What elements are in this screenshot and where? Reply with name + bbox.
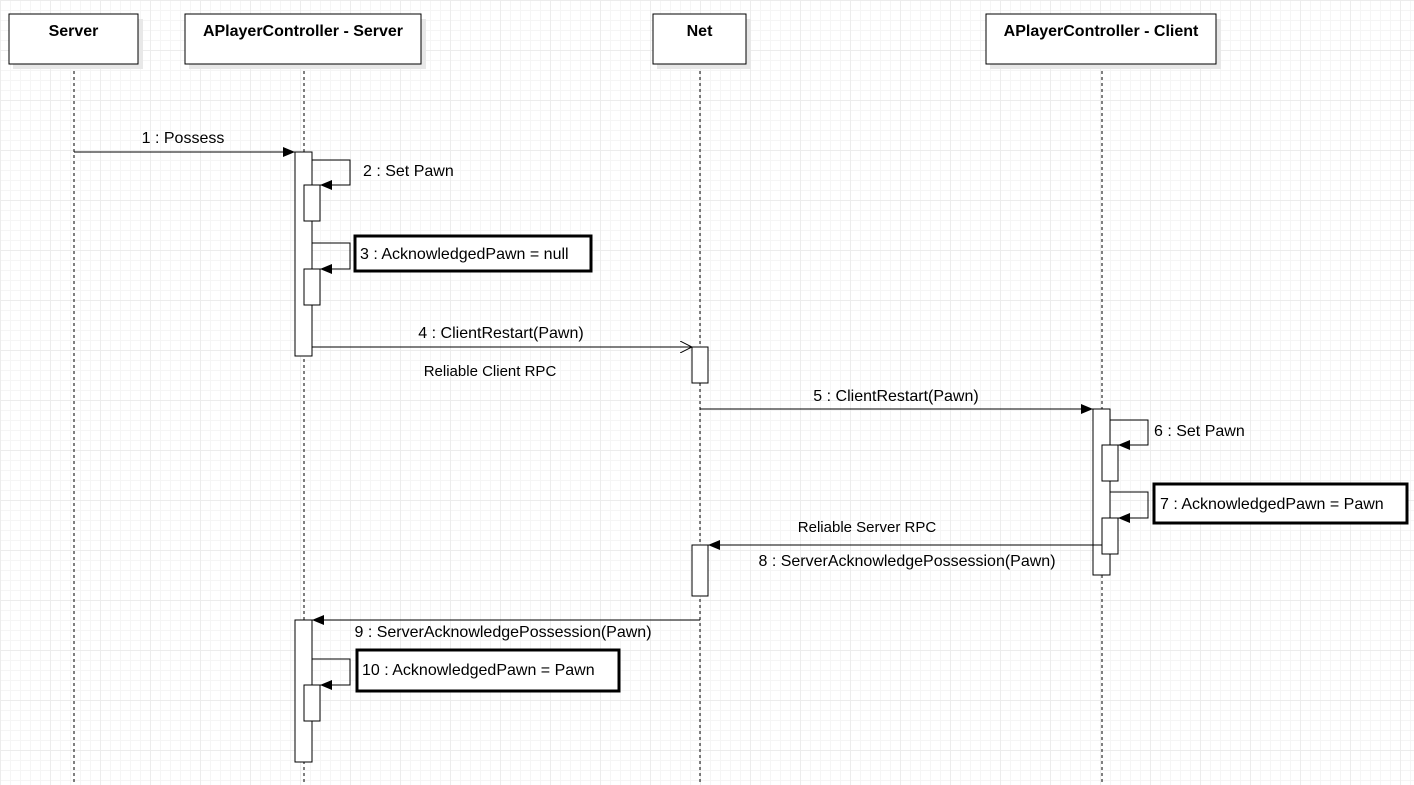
activation-apc-server-3	[303, 268, 321, 306]
participant-server[interactable]: Server	[8, 13, 143, 69]
activation-apc-server-1	[294, 151, 313, 357]
message-3-arrow	[312, 242, 351, 274]
message-6-arrow	[1110, 419, 1149, 450]
note-server-rpc: Reliable Server RPC	[798, 519, 937, 536]
message-7-arrow	[1110, 491, 1149, 523]
message-7-label: 7 : AcknowledgedPawn = Pawn	[1160, 496, 1384, 513]
activation-apc-server-2	[303, 184, 321, 222]
activation-net-2	[691, 544, 709, 597]
message-2-label: 2 : Set Pawn	[363, 163, 454, 180]
message-9-label: 9 : ServerAcknowledgePossession(Pawn)	[354, 624, 651, 641]
message-10-arrow	[312, 658, 351, 690]
participant-net-label: Net	[687, 23, 713, 40]
message-8-label: 8 : ServerAcknowledgePossession(Pawn)	[758, 553, 1055, 570]
message-5: 5 : ClientRestart(Pawn)	[700, 388, 1093, 414]
message-3: 3 : AcknowledgedPawn = null	[312, 234, 593, 274]
participant-apc-client-label: APlayerController - Client	[1004, 23, 1199, 40]
participant-server-label: Server	[49, 23, 99, 40]
message-4-label: 4 : ClientRestart(Pawn)	[418, 325, 583, 342]
message-3-label: 3 : AcknowledgedPawn = null	[360, 246, 569, 263]
message-2: 2 : Set Pawn	[312, 159, 454, 190]
message-7: 7 : AcknowledgedPawn = Pawn	[1110, 482, 1409, 525]
message-8: Reliable Server RPC 8 : ServerAcknowledg…	[708, 519, 1102, 570]
message-10: 10 : AcknowledgedPawn = Pawn	[312, 648, 621, 693]
participant-net[interactable]: Net	[652, 13, 751, 69]
message-7-highlight	[1152, 482, 1409, 525]
activation-apc-server-5	[303, 684, 321, 722]
participant-apc-client[interactable]: APlayerController - Client	[985, 13, 1221, 69]
message-10-label: 10 : AcknowledgedPawn = Pawn	[362, 662, 595, 679]
message-6-label: 6 : Set Pawn	[1154, 423, 1245, 440]
participant-apc-server[interactable]: APlayerController - Server	[184, 13, 426, 69]
message-9: 9 : ServerAcknowledgePossession(Pawn)	[312, 615, 700, 641]
activation-net-1	[691, 346, 709, 384]
message-5-label: 5 : ClientRestart(Pawn)	[813, 388, 978, 405]
message-3-highlight	[353, 234, 593, 273]
note-client-rpc: Reliable Client RPC	[424, 363, 557, 380]
message-6: 6 : Set Pawn	[1110, 419, 1245, 450]
activation-apc-client-2	[1101, 444, 1119, 482]
activation-apc-client-3	[1101, 517, 1119, 555]
message-2-arrow	[312, 159, 351, 190]
message-4: 4 : ClientRestart(Pawn) Reliable Client …	[312, 325, 692, 380]
participant-apc-server-label: APlayerController - Server	[203, 23, 403, 40]
message-1: 1 : Possess	[74, 130, 295, 157]
message-1-label: 1 : Possess	[142, 130, 225, 147]
message-10-highlight	[355, 648, 621, 693]
